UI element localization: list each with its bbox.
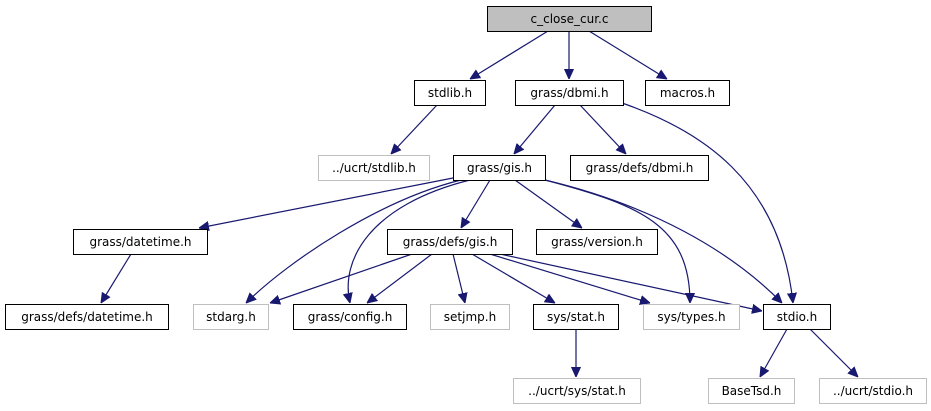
- node-box: [318, 155, 430, 181]
- node-config[interactable]: grass/config.h: [293, 304, 407, 330]
- edge-datetime-to-defs_datetime: [101, 253, 132, 303]
- edge-stdlib-to-ucrt_stdlib: [391, 104, 438, 154]
- edge-defs_gis-to-stdio: [499, 253, 762, 311]
- edge-stdio-to-ucrt_stdio: [809, 328, 858, 377]
- node-macros[interactable]: macros.h: [645, 80, 730, 106]
- node-ucrt-stdlib: ../ucrt/stdlib.h: [318, 155, 430, 181]
- node-ucrt-sys-stat: ../ucrt/sys/stat.h: [513, 378, 641, 404]
- node-box: [453, 155, 546, 181]
- node-stdlib[interactable]: stdlib.h: [414, 80, 486, 106]
- node-label: BaseTsd.h: [722, 384, 782, 398]
- node-box: [533, 304, 619, 330]
- node-box: [763, 304, 831, 330]
- node-box: [430, 304, 510, 330]
- node-box: [513, 378, 641, 404]
- node-box: [819, 378, 927, 404]
- edge-defs_gis-to-stdarg: [270, 253, 413, 303]
- node-label: grass/gis.h: [467, 161, 532, 175]
- edges-layer: [101, 30, 858, 377]
- edge-gis-to-defs_gis: [461, 179, 491, 228]
- node-box: [5, 304, 169, 330]
- node-box: [708, 378, 795, 404]
- node-box: [293, 304, 407, 330]
- node-label: setjmp.h: [444, 310, 496, 324]
- node-label: grass/defs/datetime.h: [21, 310, 153, 324]
- node-box: [414, 80, 486, 106]
- edge-dbmi-to-gis: [514, 104, 556, 154]
- node-basetsd: BaseTsd.h: [708, 378, 795, 404]
- edge-c_close_cur-to-stdlib: [470, 30, 549, 79]
- edge-gis-to-config: [348, 179, 471, 303]
- node-label: grass/version.h: [551, 235, 643, 249]
- node-label: grass/config.h: [308, 310, 393, 324]
- node-sys-stat[interactable]: sys/stat.h: [533, 304, 619, 330]
- node-defs-datetime[interactable]: grass/defs/datetime.h: [5, 304, 169, 330]
- node-box: [73, 229, 208, 255]
- edge-gis-to-stdio: [544, 179, 782, 303]
- node-label: ../ucrt/stdlib.h: [332, 161, 416, 175]
- edge-defs_gis-to-config: [367, 253, 433, 303]
- node-box: [570, 155, 709, 181]
- node-gis[interactable]: grass/gis.h: [453, 155, 546, 181]
- node-label: ../ucrt/sys/stat.h: [528, 384, 626, 398]
- node-label: grass/defs/gis.h: [403, 235, 498, 249]
- node-box: [515, 80, 624, 106]
- node-box: [536, 229, 658, 255]
- node-sys-types: sys/types.h: [643, 304, 740, 330]
- edge-c_close_cur-to-macros: [588, 30, 667, 79]
- edge-dbmi-to-stdio: [621, 102, 793, 303]
- node-label: sys/types.h: [657, 310, 725, 324]
- node-label: stdio.h: [777, 310, 817, 324]
- edge-dbmi-to-defs_dbmi: [579, 104, 626, 154]
- node-datetime[interactable]: grass/datetime.h: [73, 229, 208, 255]
- node-label: grass/datetime.h: [89, 235, 191, 249]
- edge-gis-to-datetime: [199, 177, 454, 228]
- node-label: stdlib.h: [428, 86, 472, 100]
- node-setjmp: setjmp.h: [430, 304, 510, 330]
- node-box: [387, 229, 513, 255]
- node-ucrt-stdio: ../ucrt/stdio.h: [819, 378, 927, 404]
- node-stdarg: stdarg.h: [193, 304, 269, 330]
- node-label: grass/defs/dbmi.h: [586, 161, 694, 175]
- edge-defs_gis-to-setjmp: [452, 253, 465, 303]
- edge-gis-to-stdarg: [246, 179, 462, 303]
- node-defs-gis[interactable]: grass/defs/gis.h: [387, 229, 513, 255]
- nodes-layer: c_close_cur.c stdlib.h grass/dbmi.h macros.…: [5, 6, 927, 404]
- node-label: ../ucrt/stdio.h: [833, 384, 913, 398]
- node-dbmi[interactable]: grass/dbmi.h: [515, 80, 624, 106]
- node-label: macros.h: [660, 86, 715, 100]
- node-box: [487, 6, 652, 32]
- node-c-close-cur[interactable]: c_close_cur.c: [487, 6, 652, 32]
- node-box: [645, 80, 730, 106]
- node-defs-dbmi[interactable]: grass/defs/dbmi.h: [570, 155, 709, 181]
- node-box: [193, 304, 269, 330]
- node-label: stdarg.h: [206, 310, 256, 324]
- node-box: [643, 304, 740, 330]
- node-label: c_close_cur.c: [531, 12, 609, 26]
- edge-gis-to-version: [514, 179, 582, 228]
- node-version[interactable]: grass/version.h: [536, 229, 658, 255]
- node-label: grass/dbmi.h: [530, 86, 608, 100]
- node-label: sys/stat.h: [547, 310, 605, 324]
- edge-defs_gis-to-sys_types: [489, 253, 650, 303]
- edge-defs_gis-to-sys_stat: [471, 253, 555, 303]
- edge-stdio-to-basetsd: [760, 328, 788, 377]
- node-stdio[interactable]: stdio.h: [763, 304, 831, 330]
